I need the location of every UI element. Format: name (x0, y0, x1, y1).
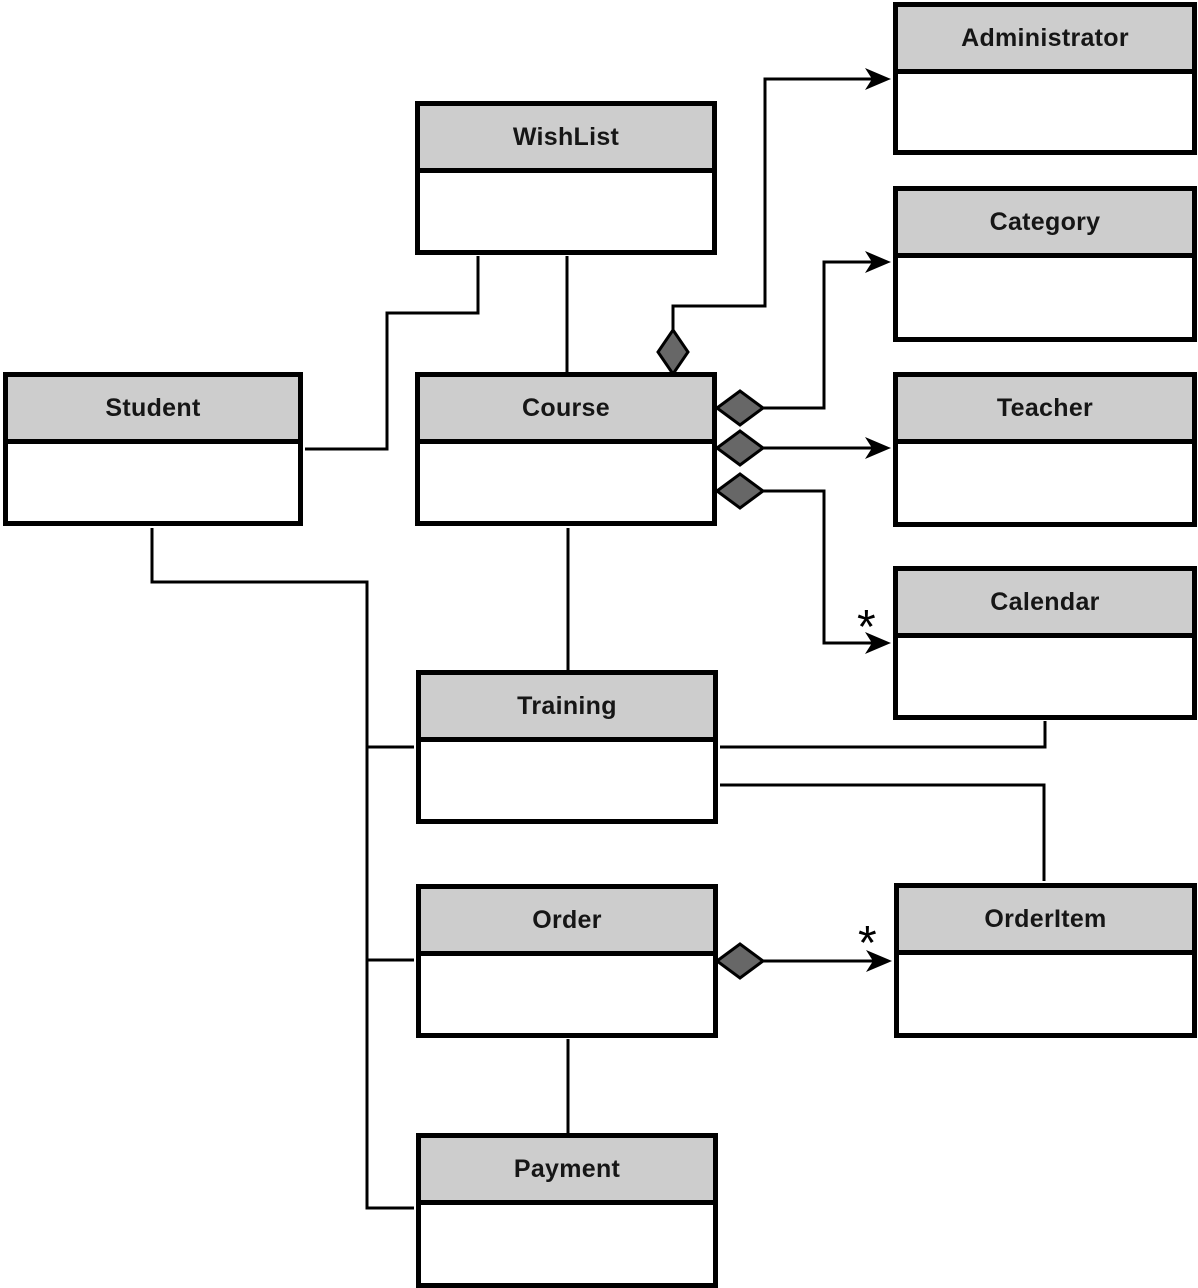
class-title-administrator: Administrator (961, 23, 1129, 52)
class-body-wishlist (420, 173, 712, 250)
aggregation-diamond-course-right-2 (714, 429, 766, 467)
class-body-order (421, 956, 713, 1033)
class-body-student (8, 444, 298, 521)
class-title-order: Order (532, 905, 602, 934)
arrowhead-category (865, 251, 891, 273)
class-header-course: Course (420, 377, 712, 444)
class-title-teacher: Teacher (996, 393, 1094, 422)
aggregation-diamond-course-top (656, 327, 690, 377)
class-body-training (421, 742, 713, 819)
class-body-administrator (898, 74, 1192, 150)
class-header-wishlist: WishList (420, 106, 712, 173)
class-header-administrator: Administrator (898, 7, 1192, 74)
class-title-orderitem: OrderItem (984, 904, 1107, 933)
arrowhead-teacher (865, 437, 891, 459)
arrowhead-administrator (865, 68, 891, 90)
class-title-category: Category (989, 207, 1101, 236)
assoc-training-calendar (720, 721, 1047, 749)
arrowhead-calendar (865, 632, 891, 654)
class-header-order: Order (421, 889, 713, 956)
class-header-student: Student (8, 377, 298, 444)
class-box-order: Order (416, 884, 718, 1038)
class-box-payment: Payment (416, 1133, 718, 1288)
class-body-course (420, 444, 712, 521)
class-title-calendar: Calendar (990, 587, 1100, 616)
aggregation-course-category-line (761, 260, 873, 410)
aggregation-diamond-course-right-1 (714, 389, 766, 427)
class-header-payment: Payment (421, 1138, 713, 1205)
class-body-teacher (898, 444, 1192, 522)
class-body-category (898, 258, 1192, 337)
class-header-teacher: Teacher (898, 377, 1192, 444)
class-body-orderitem (899, 955, 1192, 1033)
class-title-student: Student (105, 393, 201, 422)
class-body-payment (421, 1205, 713, 1283)
aggregation-diamond-course-right-3 (714, 472, 766, 510)
assoc-student-trunk (150, 528, 414, 1210)
class-header-training: Training (421, 675, 713, 742)
aggregation-course-calendar-line (761, 489, 873, 645)
class-body-calendar (898, 638, 1192, 715)
class-header-orderitem: OrderItem (899, 888, 1192, 955)
class-box-calendar: Calendar (893, 566, 1197, 720)
class-box-student: Student (3, 372, 303, 526)
class-title-course: Course (522, 393, 610, 422)
class-box-category: Category (893, 186, 1197, 342)
assoc-training-orderitem (720, 783, 1046, 881)
class-box-wishlist: WishList (415, 101, 717, 255)
class-box-training: Training (416, 670, 718, 824)
multiplicity-label-calendar: * (857, 601, 876, 654)
class-title-payment: Payment (513, 1154, 621, 1183)
class-box-orderitem: OrderItem (894, 883, 1197, 1038)
aggregation-course-administrator-line (671, 77, 873, 333)
class-title-training: Training (517, 691, 617, 720)
class-box-course: Course (415, 372, 717, 526)
multiplicity-label-orderitem: * (858, 917, 877, 970)
arrowhead-orderitem (866, 950, 892, 972)
aggregation-diamond-order-right (714, 942, 766, 980)
assoc-wishlist-student (305, 256, 480, 451)
class-box-teacher: Teacher (893, 372, 1197, 527)
class-title-wishlist: WishList (512, 122, 620, 151)
class-header-category: Category (898, 191, 1192, 258)
class-box-administrator: Administrator (893, 2, 1197, 155)
class-header-calendar: Calendar (898, 571, 1192, 638)
